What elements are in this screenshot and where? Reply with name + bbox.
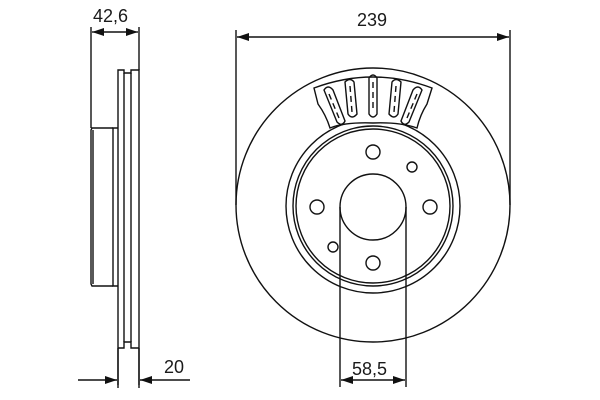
front-view (235, 30, 511, 387)
locating-hole (406, 161, 418, 173)
outer-rim (235, 67, 511, 343)
dimension-outer-diameter-label: 239 (357, 10, 388, 30)
hat-outline (90, 127, 113, 287)
bolt-hole (365, 144, 381, 160)
disc-ring-outline (117, 69, 140, 385)
dimension-overall-height-label: 42,6 (93, 6, 129, 26)
bolt-hole (365, 255, 381, 271)
dimension-center-bore-label: 58,5 (352, 359, 388, 379)
bolt-hole (422, 199, 438, 215)
vent-slots (323, 74, 423, 125)
center-bore (339, 173, 407, 241)
locating-hole (327, 241, 339, 253)
bolt-hole (309, 199, 325, 215)
dimension-disc-thickness-label: 20 (164, 357, 185, 377)
side-view (78, 27, 190, 388)
